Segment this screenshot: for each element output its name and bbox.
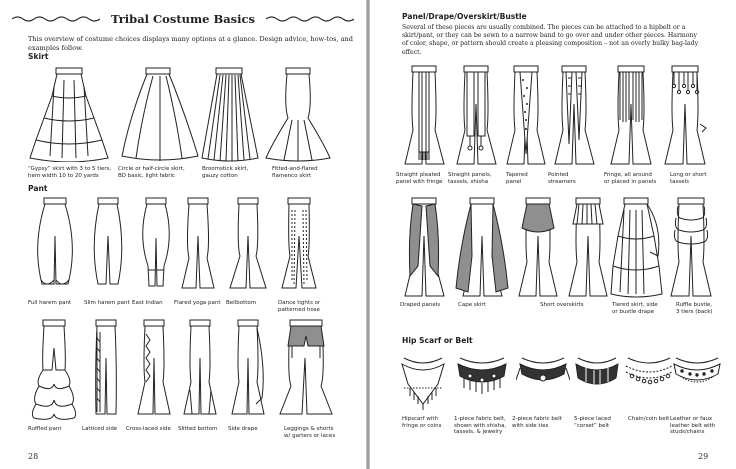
caption-flamenco-skirt: Fitted-and-flared flamenco skirt: [272, 166, 318, 179]
illustration-full-harem-pant: [32, 196, 78, 292]
illustration-slitted-bottom-pant: [178, 318, 222, 420]
illustration-cape-skirt: [454, 196, 510, 300]
illustration-short-overskirt-1: [516, 196, 560, 300]
illustration-latticed-side-pant: [84, 318, 128, 420]
illustration-bellbottom: [226, 196, 270, 292]
section-heading-pant: Pant: [28, 184, 48, 193]
illustration-side-drape-pant: [226, 318, 270, 420]
caption-flared-yoga-pant: Flared yoga pant: [174, 300, 221, 306]
panel-intro: Several of these pieces are usually comb…: [402, 24, 699, 56]
caption-ruffle-bustle: Ruffle bustle, 3 tiers (back): [676, 302, 713, 315]
book-spine: [366, 0, 370, 469]
caption-tiered-skirt-drape: Tiered skirt, side or bustle drape: [612, 302, 658, 315]
illustration-broomstick-skirt: [196, 66, 264, 162]
caption-gypsy-skirt: “Gypsy” skirt with 3 to 5 tiers, hem wid…: [28, 166, 112, 179]
illustration-1-piece-belt: [454, 354, 510, 412]
illustration-chain-coin-belt: [622, 354, 676, 412]
illustration-slim-harem-pant: [88, 196, 128, 292]
caption-hipscarf: Hipscarf with fringe or coins: [402, 416, 442, 429]
caption-short-overskirts: Short overskirts: [540, 302, 584, 308]
illustration-circle-skirt: [120, 66, 200, 162]
caption-cross-laced-pant: Cross-laced side: [126, 426, 171, 432]
illustration-flared-yoga-pant: [176, 196, 220, 292]
right-page: Panel/Drape/Overskirt/Bustle Several of …: [370, 0, 736, 469]
illustration-ruffle-bustle: [666, 196, 716, 300]
caption-leather-belt: Leather or faux leather belt with studs/…: [670, 416, 716, 436]
illustration-hipscarf: [398, 354, 448, 412]
caption-2-piece-belt: 2-piece fabric belt with side ties: [512, 416, 562, 429]
caption-latticed-side-pant: Latticed side: [82, 426, 118, 432]
caption-dance-tights: Dance tights or patterned hose: [278, 300, 321, 313]
illustration-tapered-panel: [504, 64, 548, 168]
caption-side-drape-pant: Side drape: [228, 426, 258, 432]
section-heading-skirt: Skirt: [28, 52, 49, 61]
ornament-left-icon: [11, 15, 100, 22]
caption-tapered-panel: Tapered panel: [506, 172, 528, 185]
title-block: Tribal Costume Basics: [0, 8, 366, 27]
illustration-pointed-streamers: [550, 64, 598, 168]
caption-1-piece-belt: 1-piece fabric belt, shown with shisha, …: [454, 416, 507, 436]
illustration-fringe-panels: [606, 64, 656, 168]
page-number-left: 28: [28, 452, 39, 461]
illustration-dance-tights: [276, 196, 322, 292]
page-title: Tribal Costume Basics: [111, 11, 255, 26]
caption-slim-harem-pant: Slim harem pant: [84, 300, 130, 306]
illustration-long-short-tassels: [660, 64, 710, 168]
caption-circle-skirt: Circle or half-circle skirt, BD basic, l…: [118, 166, 185, 179]
caption-slitted-bottom-pant: Slitted bottom: [178, 426, 218, 432]
illustration-tiered-skirt-drape: [610, 196, 664, 300]
illustration-flamenco-skirt: [262, 66, 334, 162]
caption-full-harem-pant: Full harem pant: [28, 300, 72, 306]
caption-bellbottom: Bellbottom: [226, 300, 257, 306]
illustration-straight-panels-tassels: [452, 64, 500, 168]
illustration-cross-laced-pant: [132, 318, 176, 420]
illustration-east-indian-pant: [136, 196, 176, 292]
ornament-right-icon: [266, 15, 355, 22]
illustration-gypsy-skirt: [28, 66, 110, 162]
illustration-leggings-shorts: [276, 318, 336, 420]
caption-ruffled-pant: Ruffled pant: [28, 426, 62, 432]
caption-chain-coin-belt: Chain/coin belt: [628, 416, 670, 422]
left-page: Tribal Costume Basics This overview of c…: [0, 0, 366, 469]
left-intro: This overview of costume choices display…: [28, 35, 354, 52]
caption-broomstick-skirt: Broomstick skirt, gauzy cotton: [202, 166, 249, 179]
page-number-right: 29: [698, 452, 709, 461]
caption-long-short-tassels: Long or short tassels: [670, 172, 707, 185]
caption-leggings-shorts: Leggings & shorts w/ garters or laces: [284, 426, 336, 439]
illustration-draped-panels: [400, 196, 448, 300]
illustration-short-overskirt-2: [566, 196, 610, 300]
illustration-straight-pleated-panel: [400, 64, 448, 168]
section-heading-hip: Hip Scarf or Belt: [402, 336, 473, 345]
caption-east-indian-pant: East Indian: [132, 300, 163, 306]
caption-straight-panels-tassels: Straight panels, tassels, shisha: [448, 172, 492, 185]
caption-fringe-panels: Fringe, all around or placed in panels: [604, 172, 657, 185]
caption-corset-belt: 5-piece laced “corset” belt: [574, 416, 611, 429]
illustration-2-piece-belt: [516, 354, 570, 412]
section-heading-panel: Panel/Drape/Overskirt/Bustle: [402, 12, 527, 21]
illustration-corset-belt: [572, 354, 622, 412]
caption-draped-panels: Draped panels: [400, 302, 441, 308]
illustration-ruffled-pant: [30, 318, 78, 420]
caption-pointed-streamers: Pointed streamers: [548, 172, 576, 185]
caption-straight-pleated-panel: Straight pleated panel with fringe: [396, 172, 443, 185]
illustration-leather-belt: [670, 354, 724, 412]
caption-cape-skirt: Cape skirt: [458, 302, 486, 308]
